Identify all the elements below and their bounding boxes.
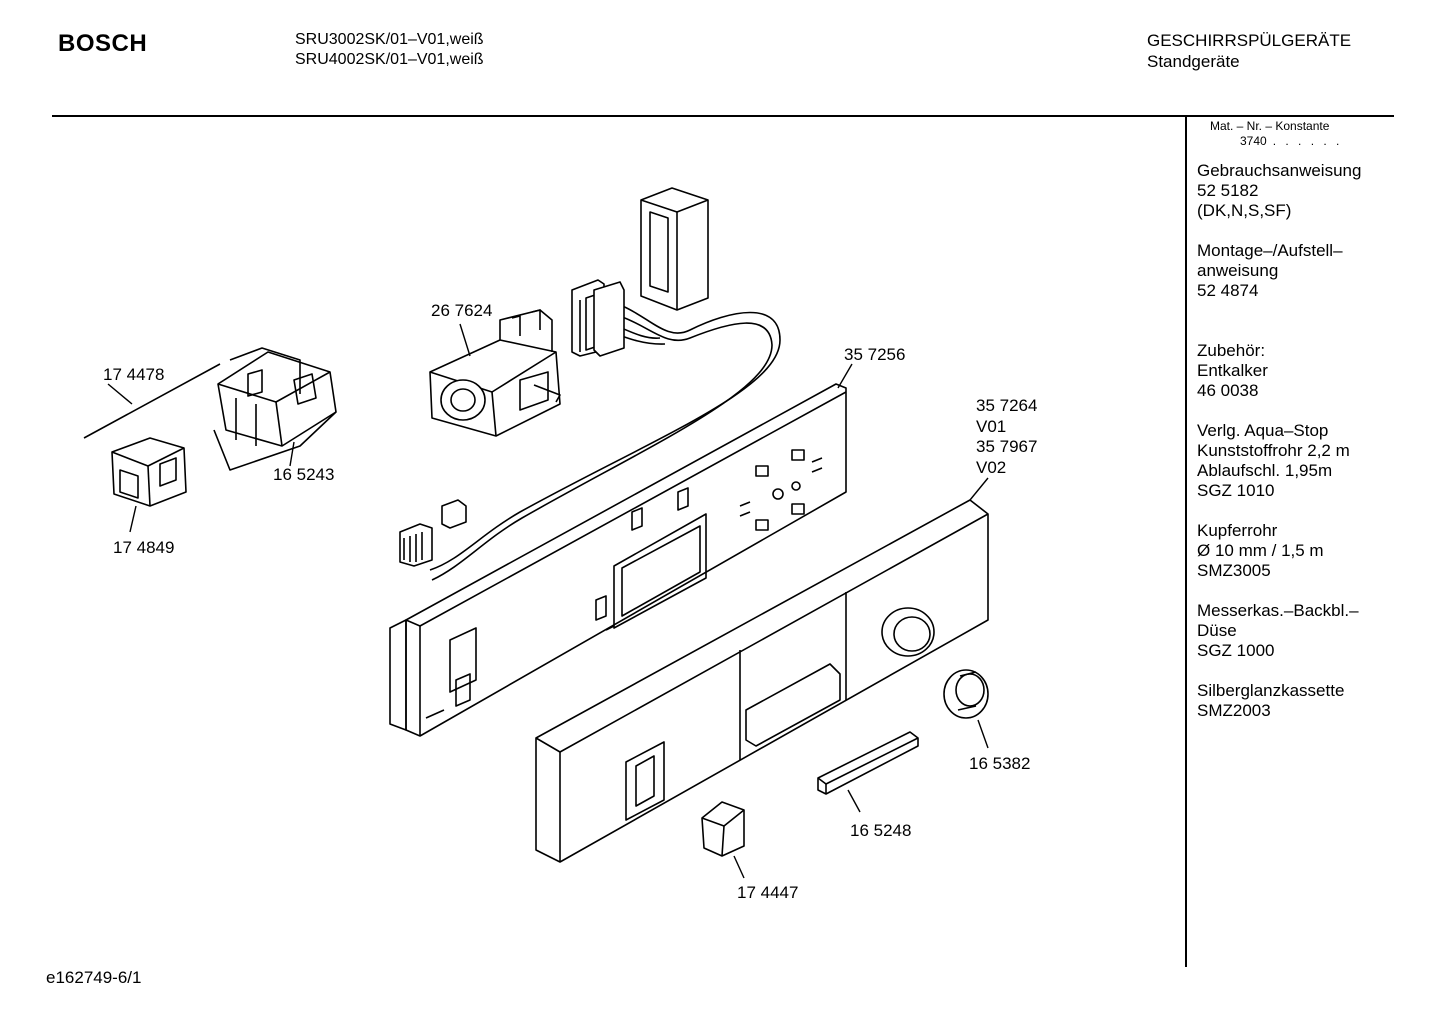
label-267624: 26 7624 [431, 301, 492, 320]
label-165243: 16 5243 [273, 465, 334, 484]
push-button-part [701, 801, 745, 857]
category-subtitle: Standgeräte [1147, 52, 1240, 71]
note-montage: Montage–/Aufstell– anweisung 52 4874 [1197, 241, 1343, 300]
sidebar-rule [1185, 117, 1187, 967]
label-165382: 16 5382 [969, 754, 1030, 773]
cable-harness-part [399, 279, 781, 581]
model-line-1: SRU3002SK/01–V01,weiß [295, 31, 484, 48]
brand-logo: BOSCH [58, 30, 148, 57]
mat-number-value-row: 3740 . . . . . . [1210, 134, 1342, 149]
mat-number-box: Mat. – Nr. – Konstante 3740 . . . . . . [1210, 119, 1342, 149]
label-174447: 17 4447 [737, 883, 798, 902]
label-357264: 35 7264 [976, 396, 1037, 415]
switch-bracket-part [213, 347, 337, 471]
label-v02: V02 [976, 458, 1006, 477]
note-aqua-stop: Verlg. Aqua–Stop Kunststoffrohr 2,2 m Ab… [1197, 421, 1350, 500]
label-165248: 16 5248 [850, 821, 911, 840]
note-kupferrohr: Kupferrohr Ø 10 mm / 1,5 m SMZ3005 [1197, 521, 1324, 580]
sidebar-notes: Gebrauchsanweisung 52 5182 (DK,N,S,SF) M… [1197, 161, 1361, 741]
leader-lines [107, 323, 989, 879]
note-gebrauchsanweisung: Gebrauchsanweisung 52 5182 (DK,N,S,SF) [1197, 161, 1362, 220]
panel-carrier-part [389, 383, 847, 737]
mat-number-value: 3740 [1240, 134, 1267, 148]
label-357967: 35 7967 [976, 437, 1037, 456]
model-list: SRU3002SK/01–V01,weiß SRU4002SK/01–V01,w… [295, 30, 484, 70]
label-174478: 17 4478 [103, 365, 164, 384]
exploded-parts-diagram: 26 7624 17 4478 16 5243 17 4849 35 7256 … [83, 187, 1037, 902]
label-357256: 35 7256 [844, 345, 905, 364]
programme-timer-part [429, 309, 561, 437]
note-silberglanz: Silberglanzkassette SMZ2003 [1197, 681, 1345, 720]
note-messerkasten: Messerkas.–Backbl.– Düse SGZ 1000 [1197, 601, 1359, 660]
label-174849: 17 4849 [113, 538, 174, 557]
note-zubehoer: Zubehör: Entkalker 46 0038 [1197, 341, 1268, 400]
category-title: GESCHIRRSPÜLGERÄTE [1147, 31, 1352, 50]
category-block: GESCHIRRSPÜLGERÄTE Standgeräte [1147, 30, 1351, 72]
model-line-2: SRU4002SK/01–V01,weiß [295, 51, 484, 68]
label-v01: V01 [976, 417, 1006, 436]
terminal-cover-part [640, 187, 709, 311]
mat-number-dots: . . . . . . [1272, 134, 1343, 148]
document-id: e162749-6/1 [46, 968, 142, 987]
push-switch-part [111, 437, 187, 507]
mat-number-label: Mat. – Nr. – Konstante [1210, 119, 1330, 133]
header-rule [52, 115, 1394, 117]
selector-knob-part [943, 669, 989, 719]
indicator-strip-part [817, 731, 919, 795]
push-rod-part [83, 363, 221, 439]
